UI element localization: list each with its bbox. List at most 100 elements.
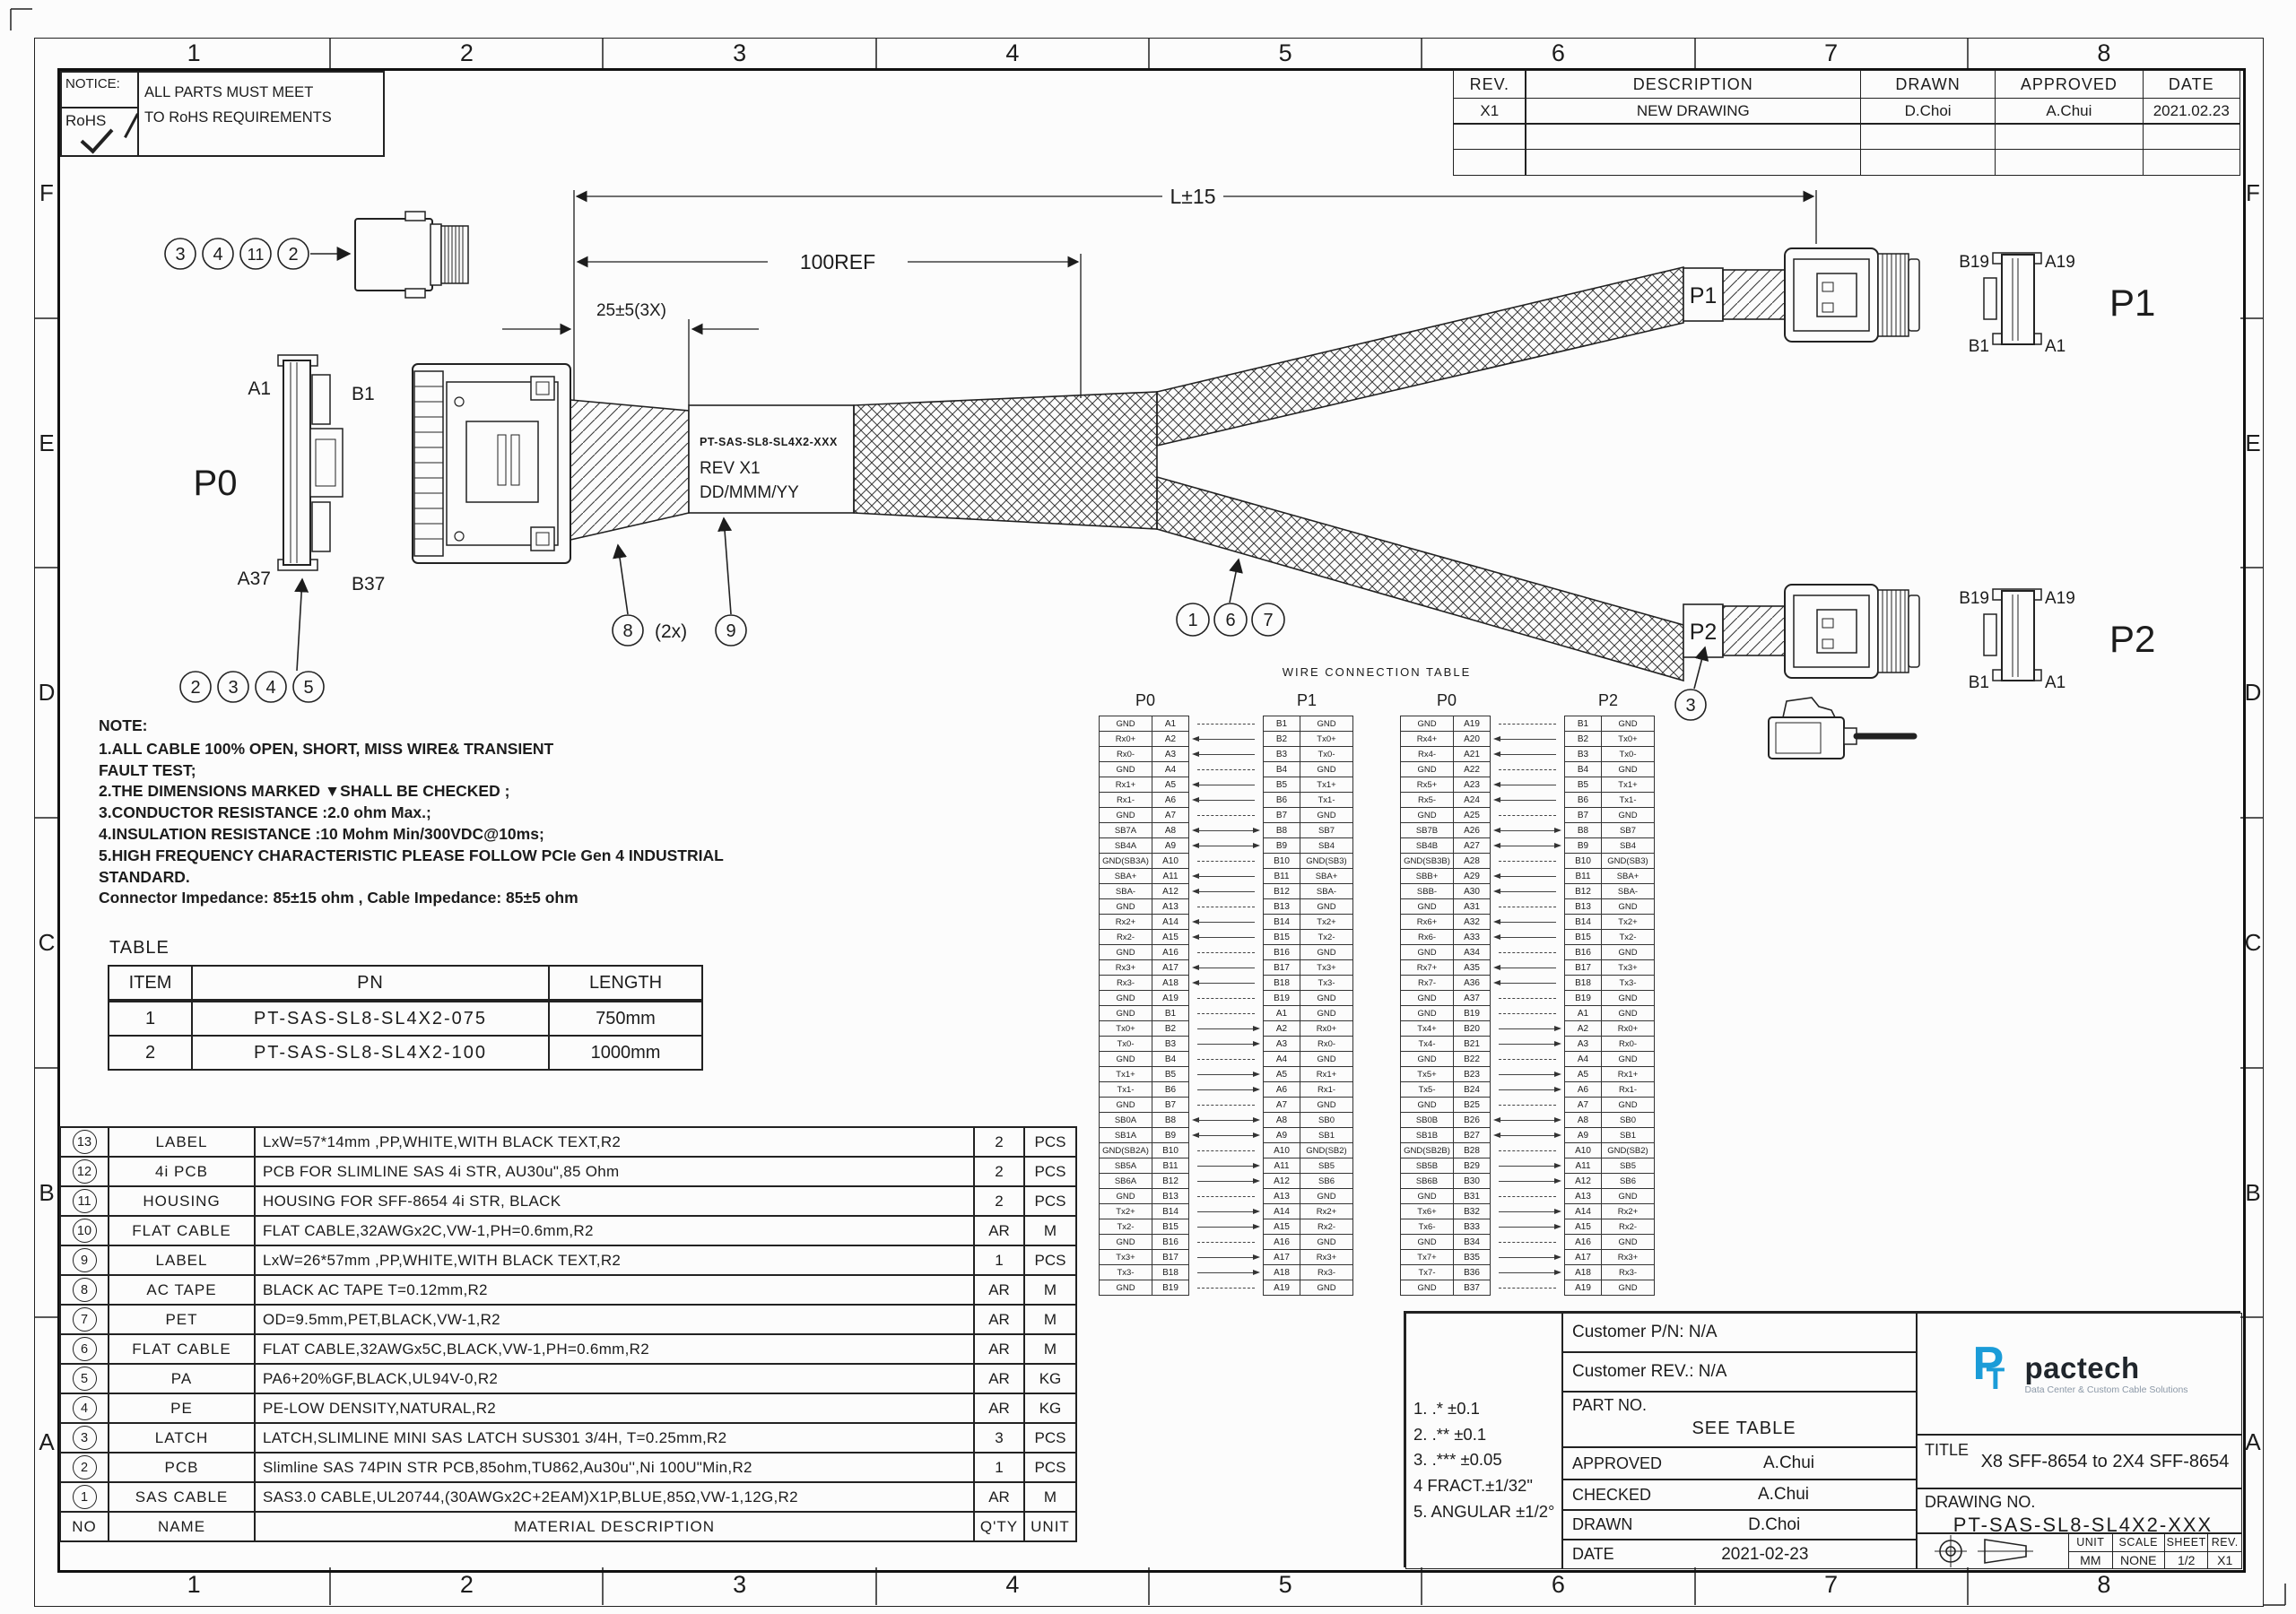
bom-item-number: 13 [72, 1130, 97, 1154]
wire-right-signal: SB6 [1601, 1173, 1655, 1189]
wire-connection-line [1492, 898, 1562, 915]
bom-row: 10 FLAT CABLE FLAT CABLE,32AWGx2C,VW-1,P… [59, 1215, 1083, 1246]
wire-connection-line [1191, 1127, 1261, 1143]
wire-connection-line [1492, 883, 1562, 899]
bom-item-description: FLAT CABLE,32AWGx2C,VW-1,PH=0.6mm,R2 [254, 1215, 975, 1246]
wire-left-pin: B37 [1453, 1280, 1491, 1296]
wire-left-signal: Rx4+ [1400, 731, 1454, 747]
pn-table-row: 1 PT-SAS-SL8-SL4X2-075 750mm [108, 1001, 707, 1037]
wire-left-pin: A21 [1453, 746, 1491, 762]
wire-right-pin: A15 [1564, 1219, 1602, 1235]
wire-right-signal: Rx2+ [1601, 1203, 1655, 1219]
rohs-mark: RoHS [62, 108, 138, 155]
wire-connection-line [1492, 1249, 1562, 1265]
wire-left-pin: B4 [1152, 1051, 1189, 1067]
bom-item-qty: 1 [973, 1245, 1025, 1276]
wire-connection-line [1191, 731, 1261, 747]
p2-end: P2 B19 A19 B1 A1 P2 3 [1674, 584, 2155, 759]
wire-row: Tx6+ B32 A14 Rx2+ [1400, 1203, 1655, 1219]
wire-left-pin: A2 [1152, 731, 1189, 747]
part-no-cell: PART NO. SEE TABLE [1562, 1392, 1917, 1447]
wire-left-signal: Rx1- [1099, 792, 1152, 808]
bom-item-unit: PCS [1023, 1452, 1077, 1483]
wire-right-signal: Tx1- [1300, 792, 1353, 808]
wire-left-signal: Tx5- [1400, 1081, 1454, 1098]
wire-right-signal: Tx1- [1601, 792, 1655, 808]
sheet-cell: SHEET 1/2 [2164, 1534, 2209, 1568]
wire-left-signal: SBB+ [1400, 868, 1454, 884]
zone-row-letter: C [38, 928, 56, 956]
wire-row: GND(SB3B) A28 B10 GND(SB3) [1400, 853, 1655, 869]
wire-left-signal: GND [1400, 1234, 1454, 1250]
bom-item-qty: AR [973, 1274, 1025, 1306]
svg-text:P2: P2 [1690, 620, 1718, 645]
wire-row: Tx4- B21 A3 Rx0- [1400, 1036, 1655, 1052]
wire-left-signal: GND [1099, 807, 1152, 823]
wire-right-pin: B3 [1564, 746, 1602, 762]
bom-item-unit: KG [1023, 1393, 1077, 1424]
wire-left-pin: B17 [1152, 1249, 1189, 1265]
bom-item-description: PE-LOW DENSITY,NATURAL,R2 [254, 1393, 975, 1424]
wire-row: Rx6- A33 B15 Tx2- [1400, 929, 1655, 945]
wire-group-p0-p1: P0 P1 GND A1 B1 GND [1099, 685, 1353, 1296]
wire-right-pin: B7 [1263, 807, 1300, 823]
wire-left-pin: A35 [1453, 959, 1491, 976]
wire-connection-line [1191, 883, 1261, 899]
bom-item-qty: 3 [973, 1422, 1025, 1453]
wire-connection-line [1191, 837, 1261, 854]
note-line: 4.INSULATION RESISTANCE :10 Mohm Min/300… [99, 824, 544, 843]
rohs-slash-icon [123, 113, 138, 138]
svg-text:1: 1 [1187, 611, 1197, 630]
svg-text:3: 3 [228, 678, 238, 698]
bom-item-description: FLAT CABLE,32AWGx5C,BLACK,VW-1,PH=0.6mm,… [254, 1333, 975, 1365]
wire-left-pin: A36 [1453, 975, 1491, 991]
bom-item-unit: M [1023, 1215, 1077, 1246]
logo-cell: P T pactech Data Center & Custom Cable S… [1917, 1313, 2242, 1435]
projection-symbol-icon [1918, 1534, 2070, 1568]
dim-ref: 100REF [800, 250, 875, 273]
zone-column-number: 1 [187, 39, 201, 66]
wire-right-signal: Tx1+ [1300, 777, 1353, 793]
zone-column-number: 6 [1551, 1571, 1565, 1598]
wire-row: GND A13 B13 GND [1099, 898, 1353, 915]
drawing-no-cell: DRAWING NO. PT-SAS-SL8-SL4X2-XXX [1917, 1488, 2242, 1536]
wire-row: SB5B B29 A11 SB5 [1400, 1158, 1655, 1174]
wire-right-signal: Rx0+ [1300, 1020, 1353, 1037]
wire-row: Rx5+ A23 B5 Tx1+ [1400, 777, 1655, 793]
tolerance-line: 2. .** ±0.1 [1413, 1424, 1487, 1444]
wire-row: SB5A B11 A11 SB5 [1099, 1158, 1353, 1174]
wire-right-pin: B12 [1564, 883, 1602, 899]
wire-right-signal: GND [1300, 990, 1353, 1006]
bom-item-unit: PCS [1023, 1185, 1077, 1217]
wire-right-signal: GND [1300, 761, 1353, 777]
wire-connection-line [1492, 1127, 1562, 1143]
wire-right-pin: B6 [1263, 792, 1300, 808]
wire-left-pin: B35 [1453, 1249, 1491, 1265]
zone-row-letter: E [39, 429, 55, 456]
zone-column-number: 4 [1005, 39, 1020, 66]
wire-right-signal: GND [1300, 944, 1353, 960]
wire-right-signal: GND(SB2) [1601, 1142, 1655, 1158]
wire-table-title: WIRE CONNECTION TABLE [1282, 665, 1472, 679]
wire-left-pin: B7 [1152, 1097, 1189, 1113]
wire-right-pin: A7 [1564, 1097, 1602, 1113]
wire-right-pin: A14 [1564, 1203, 1602, 1219]
wire-left-pin: A33 [1453, 929, 1491, 945]
wire-right-pin: A3 [1263, 1036, 1300, 1052]
wire-left-signal: GND [1400, 1280, 1454, 1296]
wire-connection-line [1492, 1112, 1562, 1128]
wire-right-pin: A1 [1564, 1005, 1602, 1021]
wire-left-signal: SB4B [1400, 837, 1454, 854]
wire-left-signal: Tx2- [1099, 1219, 1152, 1235]
wire-connection-line [1191, 1112, 1261, 1128]
bom-item-unit: PCS [1023, 1245, 1077, 1276]
p0-top-callouts: 3 4 11 2 [164, 238, 352, 270]
unit-cell: UNIT MM [2069, 1534, 2113, 1568]
bom-row: 1 SAS CABLE SAS3.0 CABLE,UL20744,(30AWGx… [59, 1481, 1083, 1513]
wire-row: SB7A A8 B8 SB7 [1099, 822, 1353, 838]
wire-connection-line [1492, 837, 1562, 854]
approved-cell: APPROVED A.Chui [1562, 1447, 1917, 1480]
wire-right-pin: A11 [1263, 1158, 1300, 1174]
